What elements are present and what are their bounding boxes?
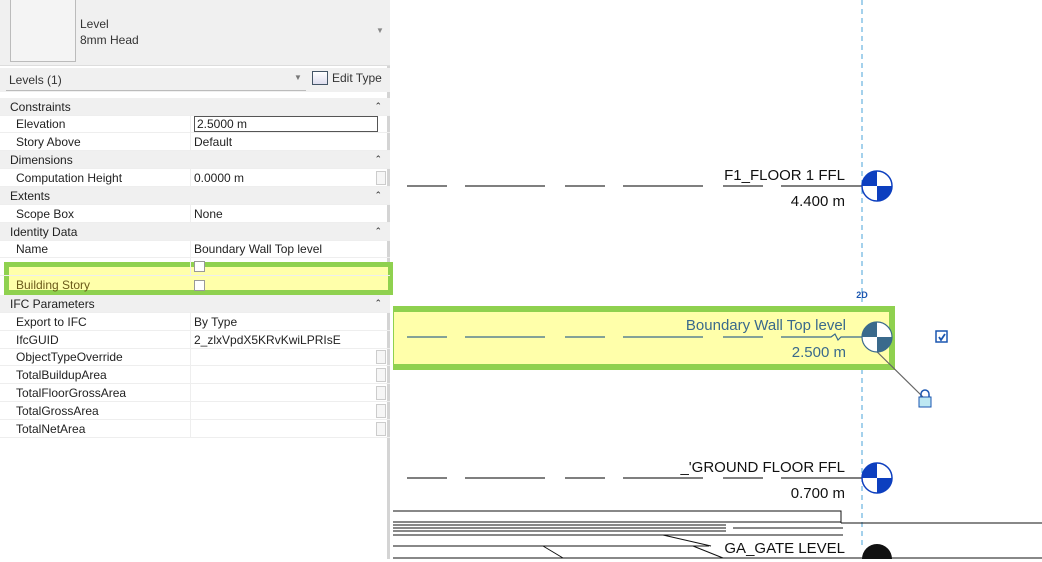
- level-f1[interactable]: F1_FLOOR 1 FFL 4.400 m: [407, 167, 893, 210]
- associate-parameter-button[interactable]: [376, 350, 386, 364]
- property-row[interactable]: ObjectTypeOverride: [0, 348, 390, 366]
- group-title: IFC Parameters: [10, 296, 95, 311]
- level-elevation[interactable]: 2.500 m: [792, 344, 846, 361]
- property-row[interactable]: TotalGrossArea: [0, 402, 390, 420]
- edit-type-icon: [312, 71, 328, 85]
- level-elevation[interactable]: 4.400 m: [791, 193, 845, 210]
- property-label: ObjectTypeOverride: [0, 348, 191, 365]
- property-group-constraints[interactable]: Constraints ⌃: [0, 98, 390, 116]
- property-label: Elevation: [0, 115, 191, 132]
- property-label: TotalBuildupArea: [0, 366, 191, 383]
- highlight-selected-level: [388, 306, 895, 370]
- type-selector[interactable]: Level 8mm Head ▼: [0, 0, 390, 66]
- building-section-lines: [393, 510, 1042, 559]
- edit-type-button[interactable]: Edit Type: [312, 71, 382, 85]
- level-elevation[interactable]: 0.700 m: [791, 485, 845, 502]
- level-name[interactable]: Boundary Wall Top level: [686, 317, 846, 334]
- instance-filter-dropdown[interactable]: Levels (1): [9, 73, 62, 87]
- collapse-icon[interactable]: ⌃: [374, 298, 382, 308]
- dropdown-arrow-icon[interactable]: ▼: [376, 26, 384, 35]
- property-label: Building Story: [16, 278, 91, 292]
- property-group-extents[interactable]: Extents ⌃: [0, 187, 390, 205]
- group-title: Constraints: [10, 99, 71, 114]
- level-name[interactable]: F1_FLOOR 1 FFL: [724, 167, 845, 184]
- property-value[interactable]: 0.0000 m: [194, 170, 245, 185]
- associate-parameter-button[interactable]: [376, 171, 386, 185]
- property-value[interactable]: None: [194, 206, 223, 221]
- type-preview-image: [10, 0, 76, 62]
- chevron-down-icon[interactable]: ▼: [294, 73, 302, 82]
- property-group-ifc-parameters[interactable]: IFC Parameters ⌃: [0, 295, 390, 313]
- lock-icon[interactable]: [918, 389, 932, 408]
- collapse-icon[interactable]: ⌃: [374, 190, 382, 200]
- property-label: Export to IFC: [0, 313, 191, 330]
- group-title: Dimensions: [10, 152, 73, 167]
- properties-palette: Level 8mm Head ▼ Levels (1) ▼ Edit Type …: [0, 0, 393, 559]
- property-row[interactable]: TotalBuildupArea: [0, 366, 390, 384]
- level-head-icon[interactable]: [861, 170, 893, 202]
- level-name-gate[interactable]: GA_GATE LEVEL: [724, 540, 845, 557]
- level-head-icon[interactable]: [861, 462, 893, 494]
- property-value[interactable]: 2_zlxVpdX5KRvKwiLPRIsE: [194, 332, 341, 347]
- level-ground-floor[interactable]: _'GROUND FLOOR FFL 0.700 m: [407, 459, 893, 502]
- property-row[interactable]: [0, 258, 390, 276]
- drawing-canvas[interactable]: F1_FLOOR 1 FFL 4.400 m 2D Boundary Wall …: [388, 0, 1042, 559]
- property-label: TotalGrossArea: [0, 402, 191, 419]
- property-label: Story Above: [0, 133, 191, 150]
- property-value[interactable]: Boundary Wall Top level: [194, 241, 323, 256]
- associate-parameter-button[interactable]: [376, 368, 386, 382]
- property-row[interactable]: TotalNetArea: [0, 420, 390, 438]
- property-label: TotalFloorGrossArea: [0, 384, 191, 401]
- property-label: Name: [0, 240, 191, 257]
- collapse-icon[interactable]: ⌃: [374, 226, 382, 236]
- associate-parameter-button[interactable]: [376, 404, 386, 418]
- property-group-identity-data[interactable]: Identity Data ⌃: [0, 223, 390, 241]
- associate-parameter-button[interactable]: [376, 422, 386, 436]
- property-value[interactable]: By Type: [194, 314, 238, 329]
- type-name: 8mm Head: [80, 33, 139, 47]
- property-value[interactable]: Default: [194, 134, 233, 149]
- level-head-icon[interactable]: [862, 544, 892, 559]
- property-row-building-story[interactable]: Building Story: [0, 276, 390, 294]
- group-title: Identity Data: [10, 224, 78, 239]
- level-boundary-wall[interactable]: Boundary Wall Top level 2.500 m: [407, 317, 948, 408]
- property-label: IfcGUID: [0, 331, 191, 348]
- associate-parameter-button[interactable]: [376, 386, 386, 400]
- property-input[interactable]: 2.5000 m: [194, 115, 378, 132]
- property-checkbox[interactable]: [194, 261, 205, 272]
- property-label: [0, 258, 191, 275]
- group-title: Extents: [10, 188, 51, 203]
- edit-type-label: Edit Type: [332, 71, 382, 85]
- level-head-icon[interactable]: [861, 321, 893, 353]
- collapse-icon[interactable]: ⌃: [374, 154, 382, 164]
- property-checkbox[interactable]: [194, 279, 205, 291]
- property-label: Scope Box: [0, 205, 191, 222]
- property-label: Computation Height: [0, 169, 191, 186]
- property-group-dimensions[interactable]: Dimensions ⌃: [0, 151, 390, 169]
- collapse-icon[interactable]: ⌃: [374, 101, 382, 111]
- property-row[interactable]: TotalFloorGrossArea: [0, 384, 390, 402]
- 2d-toggle[interactable]: 2D: [856, 290, 868, 300]
- show-bubble-checkbox[interactable]: [935, 330, 948, 343]
- level-name[interactable]: _'GROUND FLOOR FFL: [679, 459, 845, 476]
- property-label: TotalNetArea: [0, 420, 191, 437]
- type-family: Level: [80, 17, 109, 31]
